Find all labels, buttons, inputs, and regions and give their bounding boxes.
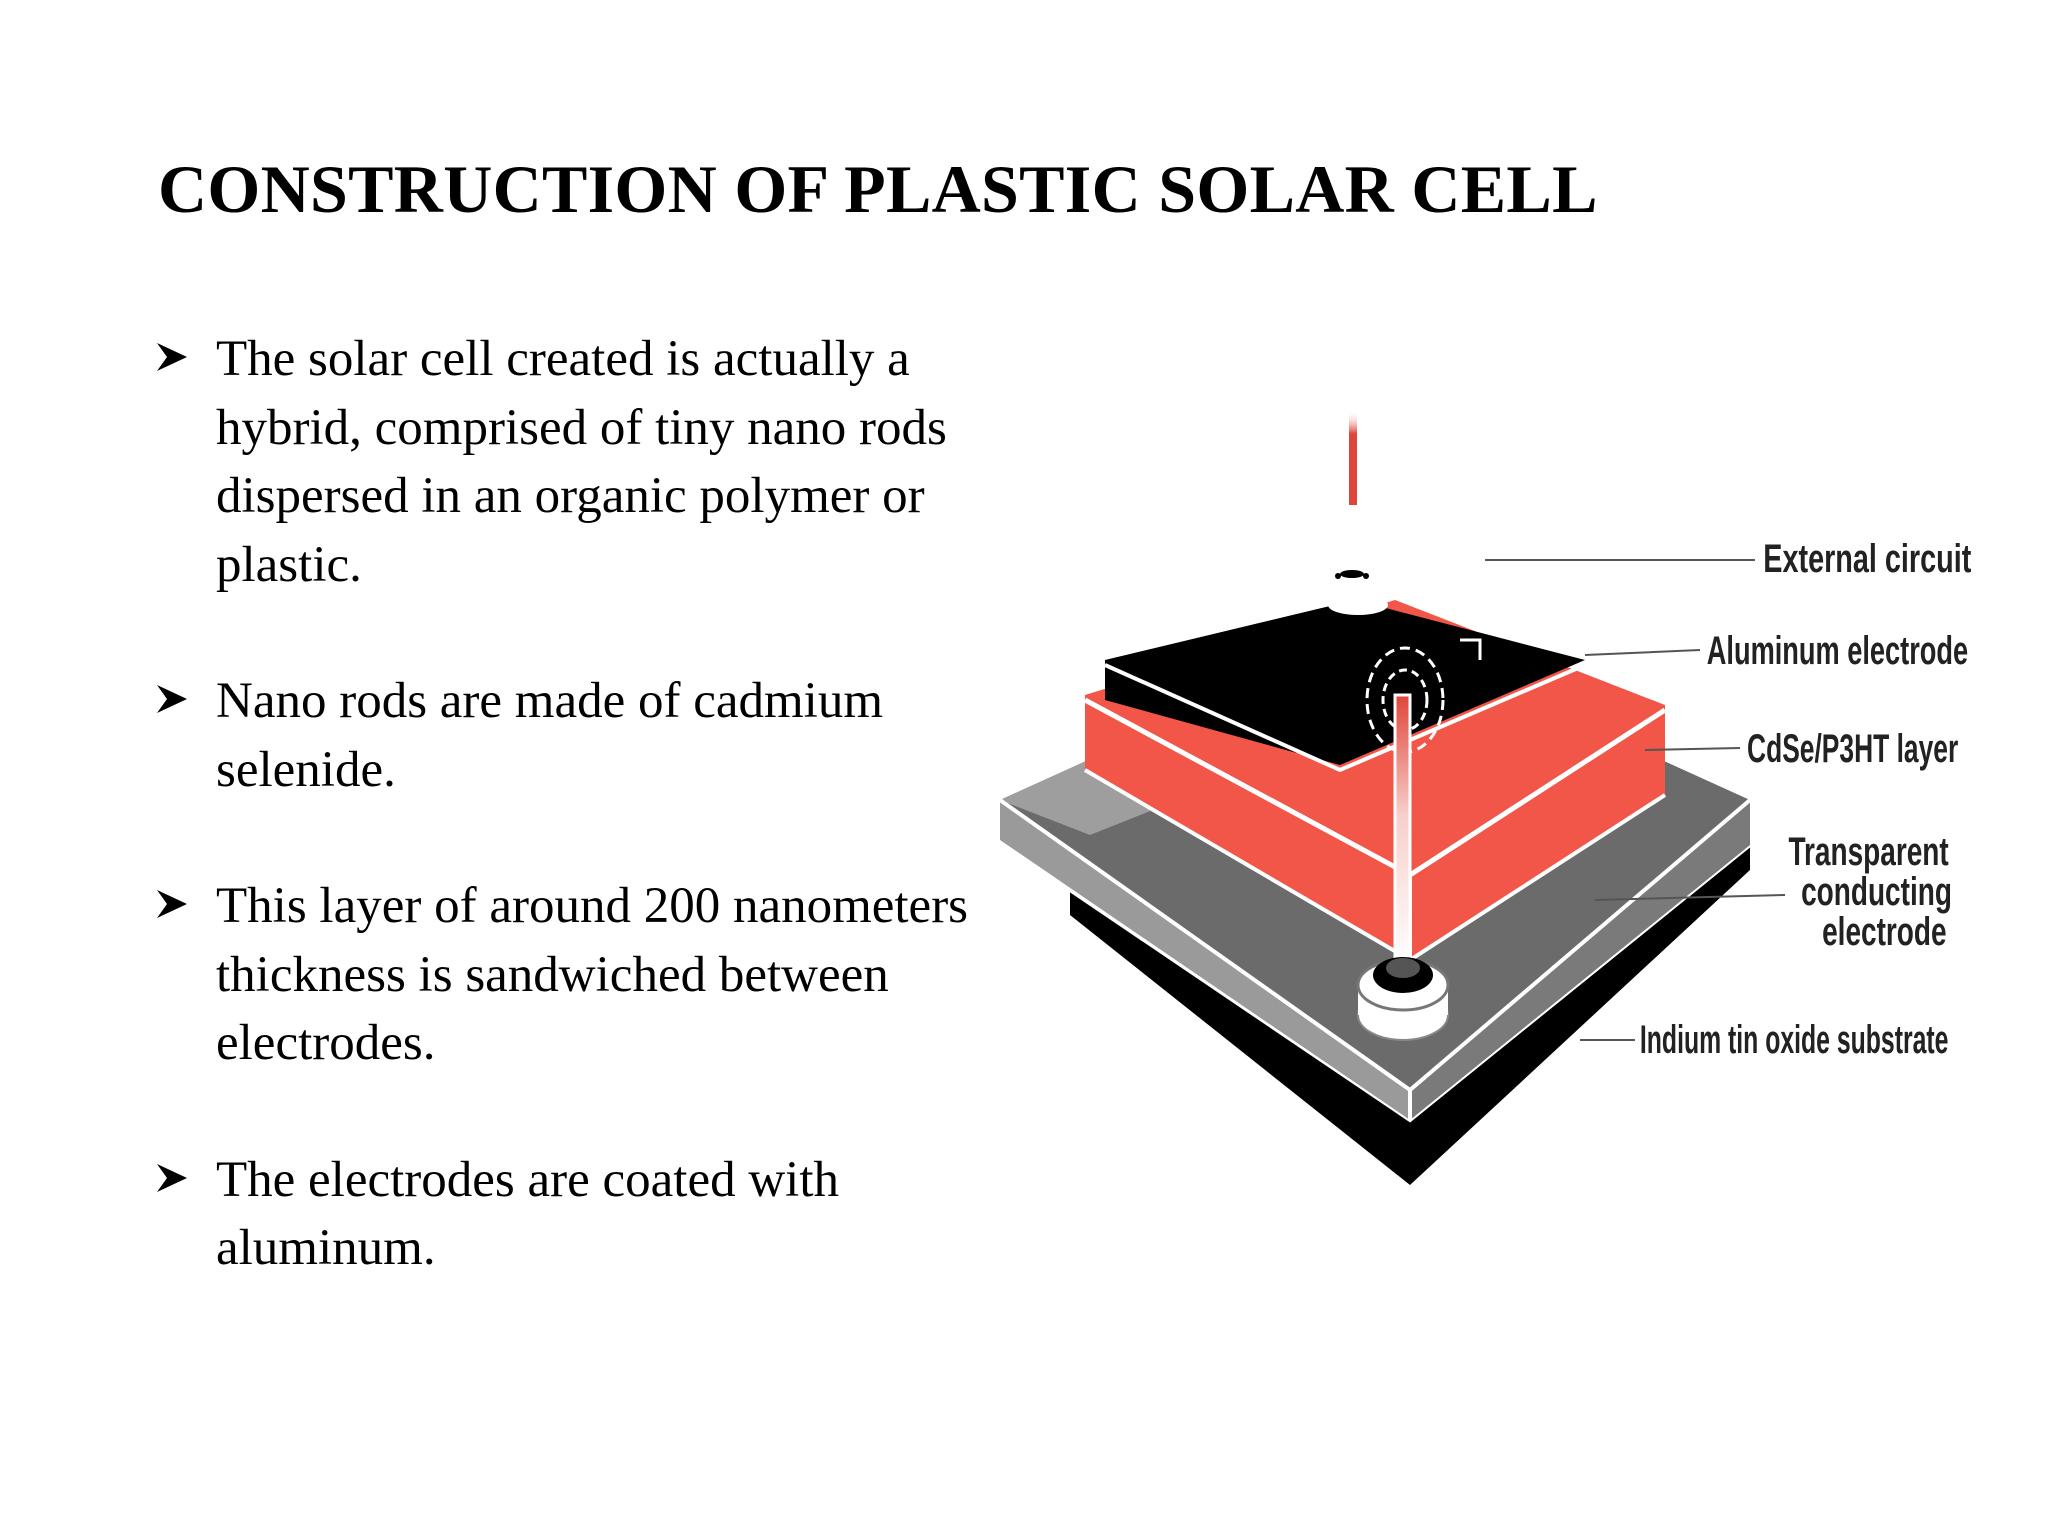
label-conducting: conducting [1801, 870, 1952, 914]
label-aluminum-electrode: Aluminum electrode [1707, 629, 1968, 673]
light-ray [1349, 410, 1357, 505]
arrowhead-bullet-icon [157, 685, 187, 713]
leader-lines [1485, 559, 1786, 1041]
bullet-text: The solar cell created is actually a hyb… [216, 331, 947, 593]
nano-rod [1356, 693, 1450, 1041]
bullet-item: The solar cell created is actually a hyb… [150, 325, 990, 599]
label-cdse-p3ht-layer: CdSe/P3HT layer [1747, 727, 1958, 772]
bullet-text: Nano rods are made of cadmium selenide. [216, 673, 884, 798]
bullet-item: The electrodes are coated with aluminum. [150, 1146, 990, 1283]
slide-title: CONSTRUCTION OF PLASTIC SOLAR CELL [158, 151, 1598, 227]
bullet-item: This layer of around 200 nanometers thic… [150, 872, 990, 1078]
bullet-text: This layer of around 200 nanometers thic… [216, 878, 969, 1071]
bullet-text: The electrodes are coated with aluminum. [216, 1151, 840, 1277]
label-ito-substrate: Indium tin oxide substrate [1640, 1018, 1949, 1062]
label-electrode: electrode [1822, 910, 1946, 954]
label-transparent: Transparent [1789, 830, 1950, 874]
bullet-item: Nano rods are made of cadmium selenide. [150, 667, 990, 804]
aluminum-electrode-layer [1104, 570, 1586, 773]
arrowhead-bullet-icon [157, 890, 187, 918]
bullet-list: The solar cell created is actually a hyb… [150, 325, 990, 1351]
label-external-circuit: External circuit [1763, 536, 1971, 581]
solar-cell-diagram: External circuit Aluminum electrode CdSe… [998, 410, 1972, 1185]
arrowhead-bullet-icon [157, 343, 187, 371]
arrowhead-bullet-icon [157, 1163, 187, 1192]
